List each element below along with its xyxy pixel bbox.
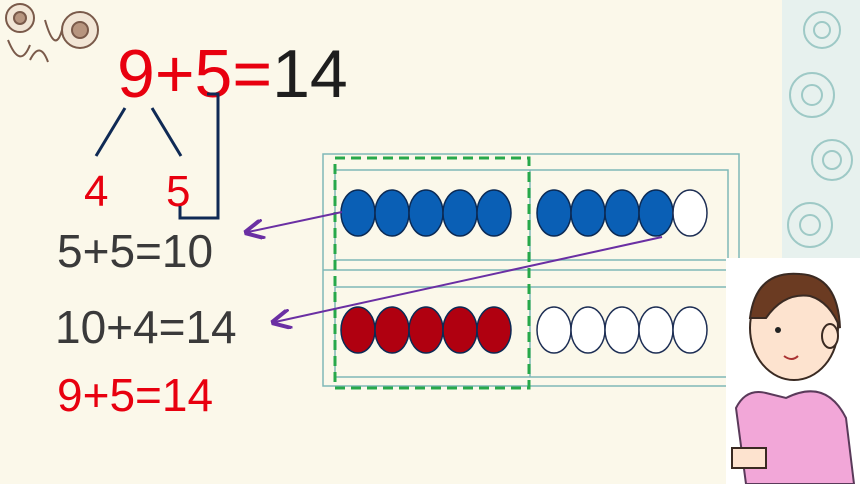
counter-empty <box>672 189 708 237</box>
split-line-right <box>150 107 183 157</box>
boy-illustration <box>726 258 860 484</box>
equation-result: 14 <box>272 36 348 112</box>
counter-empty <box>570 306 606 354</box>
counter-filled <box>476 306 512 354</box>
equation-left: 9+5= <box>117 36 273 112</box>
counters-top-row <box>340 189 708 237</box>
arrow-to-step-1 <box>248 211 343 232</box>
step-2: 10+4=14 <box>55 301 237 353</box>
bracket-line <box>178 92 220 220</box>
counter-filled <box>570 189 606 237</box>
counter-filled <box>476 189 512 237</box>
counter-empty <box>536 306 572 354</box>
arrow-to-step-2 <box>275 236 663 322</box>
counter-empty <box>638 306 674 354</box>
split-first: 4 <box>84 167 109 216</box>
counter-filled <box>638 189 674 237</box>
dashed-group-box <box>333 156 531 390</box>
counters-bottom-row <box>340 306 708 354</box>
counter-filled <box>340 306 376 354</box>
main-equation: 9+5=14 <box>117 40 348 108</box>
counter-filled <box>374 189 410 237</box>
counter-filled <box>442 189 478 237</box>
step-3: 9+5=14 <box>57 369 214 421</box>
counter-filled <box>442 306 478 354</box>
decorative-flowers-top-left <box>5 3 99 63</box>
step-1: 5+5=10 <box>57 225 214 277</box>
counter-filled <box>374 306 410 354</box>
counter-filled <box>536 189 572 237</box>
counter-empty <box>672 306 708 354</box>
split-line-left <box>94 107 127 157</box>
counter-filled <box>408 189 444 237</box>
counter-filled <box>604 189 640 237</box>
counter-filled <box>340 189 376 237</box>
counter-empty <box>604 306 640 354</box>
split-second: 5 <box>166 167 191 216</box>
counter-filled <box>408 306 444 354</box>
